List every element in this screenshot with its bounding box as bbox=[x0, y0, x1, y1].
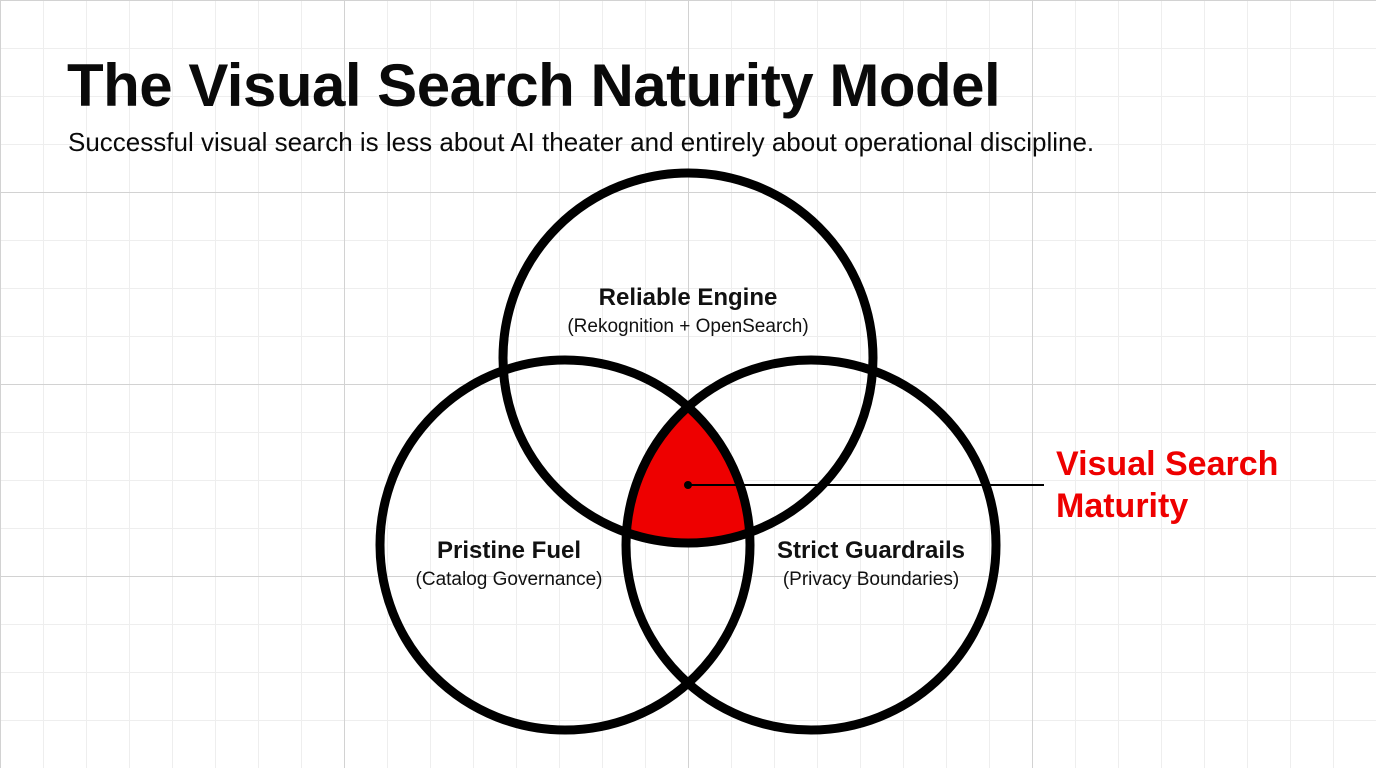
guardrails-detail: (Privacy Boundaries) bbox=[783, 569, 959, 590]
circle-reliable-engine bbox=[498, 168, 878, 548]
circle-strict-guardrails bbox=[621, 355, 1001, 735]
engine-detail: (Rekognition + OpenSearch) bbox=[567, 316, 808, 337]
fuel-title: Pristine Fuel bbox=[437, 537, 581, 564]
callout-label-line2: Maturity bbox=[1056, 487, 1188, 525]
guardrails-title: Strict Guardrails bbox=[777, 537, 965, 564]
intersection-region bbox=[626, 360, 750, 543]
callout-label-line1: Visual Search bbox=[1056, 445, 1278, 483]
fuel-detail: (Catalog Governance) bbox=[416, 569, 603, 590]
engine-title: Reliable Engine bbox=[599, 284, 778, 311]
circle-pristine-fuel bbox=[375, 355, 755, 735]
page-subtitle: Successful visual search is less about A… bbox=[68, 127, 1095, 157]
page-title: The Visual Search Naturity Model bbox=[67, 52, 1001, 119]
